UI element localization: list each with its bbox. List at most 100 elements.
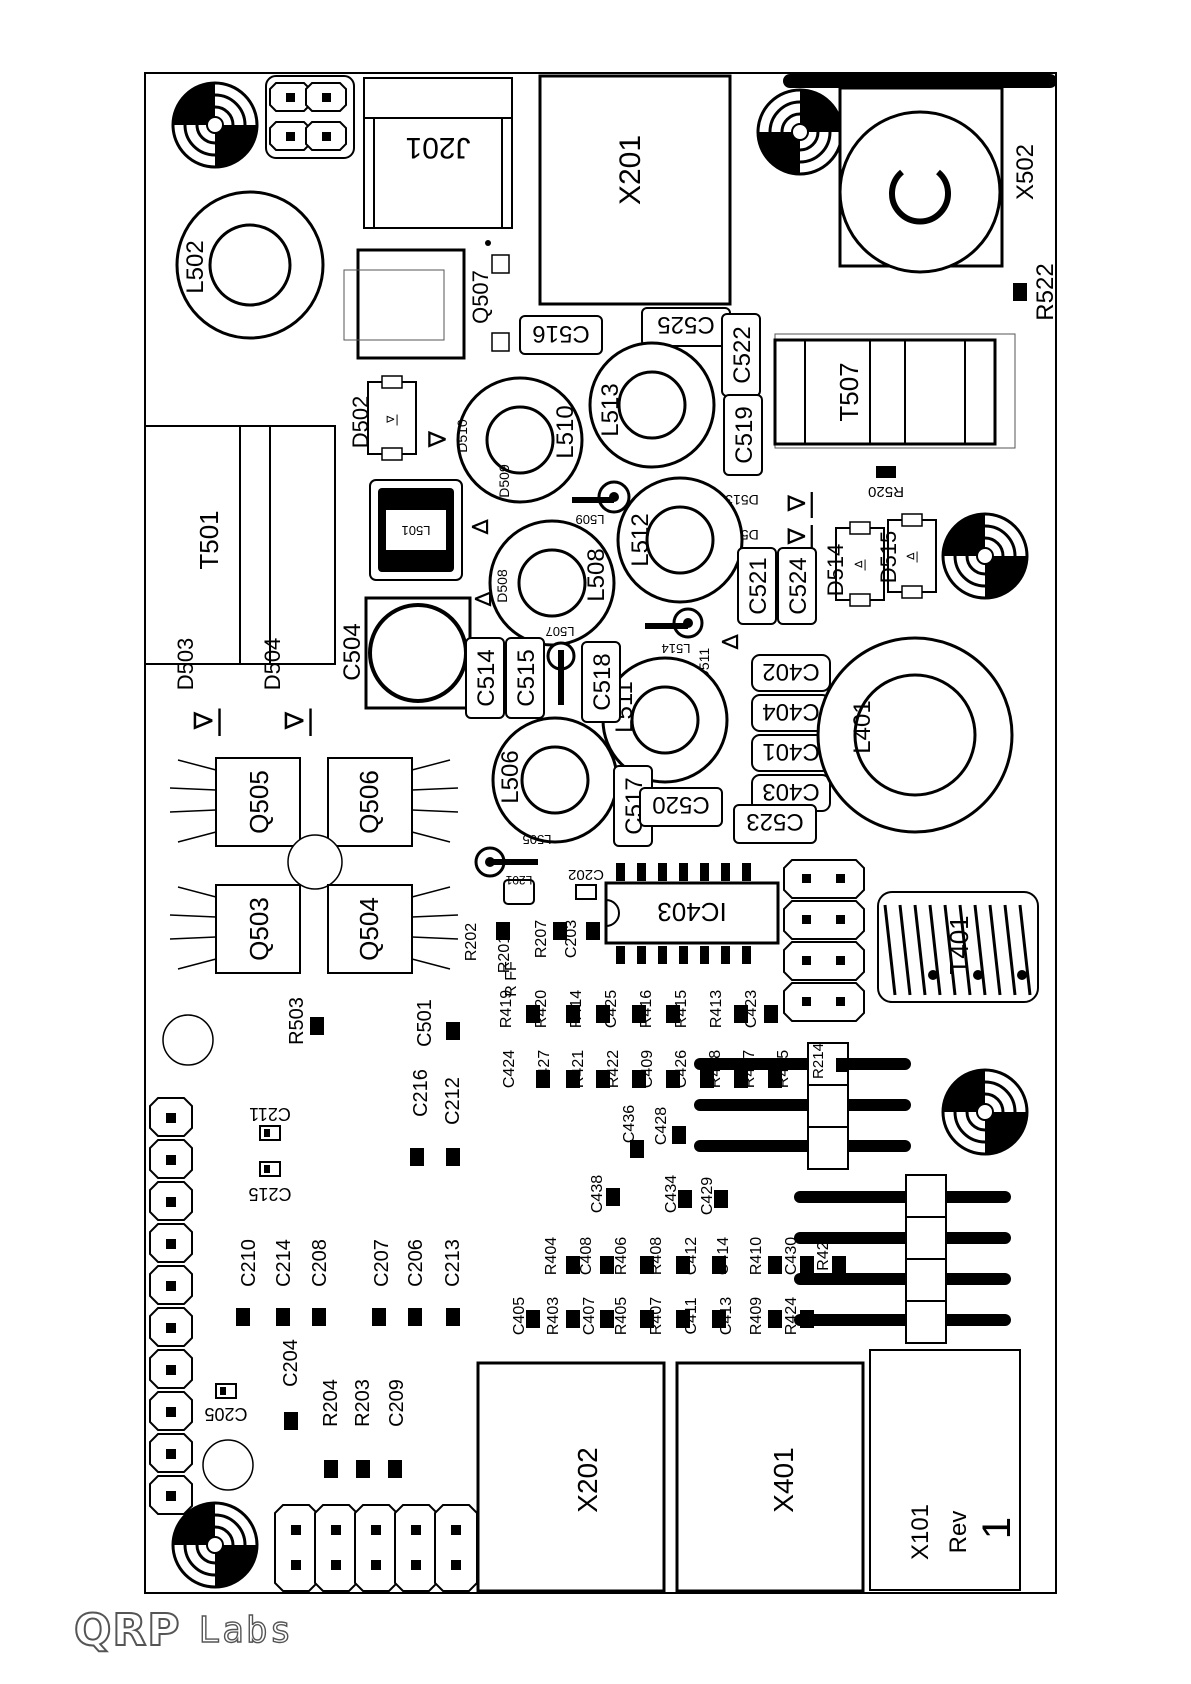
label-q507: Q507: [468, 270, 493, 324]
label-r407: R407: [648, 1297, 665, 1335]
capacitor-c522: C522: [721, 313, 761, 397]
inductor-l201: L201: [503, 873, 535, 905]
label-c516: C516: [532, 320, 589, 347]
label-c424: C424: [501, 1050, 518, 1088]
symbol-diode-d508: ⊲: [472, 583, 494, 613]
ic-ic403: IC403: [604, 863, 780, 964]
label-q506: Q506: [354, 770, 384, 834]
label-r204: R204: [320, 1379, 342, 1427]
capacitor-c515: C515: [505, 637, 545, 719]
diode-d514: ⊲| D514: [823, 521, 885, 607]
svg-text:⊳|: ⊳|: [385, 412, 398, 426]
label-c402: C402: [762, 658, 819, 685]
label-c523: C523: [746, 808, 803, 835]
inductor-l510: L510 D510 D509: [454, 376, 584, 504]
label-c430: C430: [783, 1237, 800, 1275]
label-c423: C423: [743, 990, 760, 1028]
label-c216: C216: [410, 1069, 432, 1117]
label-r405: R405: [613, 1297, 630, 1335]
label-r409: R409: [748, 1297, 765, 1335]
pad-c428: [672, 1126, 686, 1144]
label-c520: C520: [652, 791, 709, 818]
label-r408: R408: [648, 1237, 665, 1275]
capacitor-c521: C521: [737, 547, 777, 625]
label-r202: R202: [463, 923, 480, 961]
label-c408: C408: [578, 1237, 595, 1275]
label-c209: C209: [386, 1379, 408, 1427]
label-c407: C407: [581, 1297, 598, 1335]
label-c427: C427: [536, 1050, 553, 1088]
logo-mark: QRP: [73, 1604, 181, 1657]
label-r416: R416: [638, 990, 655, 1028]
label-r415: R415: [673, 990, 690, 1028]
label-r406: R406: [613, 1237, 630, 1275]
label-c208: C208: [309, 1239, 331, 1287]
header-4pin-right: [794, 1174, 1011, 1344]
logo-text: Labs: [198, 1609, 294, 1651]
label-r420: R420: [533, 990, 550, 1028]
mounting-hole-right-lower: [941, 1068, 1029, 1156]
inductor-l508: L508 D508: [488, 519, 616, 647]
capacitor-c514: C514: [465, 637, 505, 719]
label-r404: R404: [543, 1237, 560, 1275]
pad-r522: [1013, 283, 1027, 301]
capacitor-c516: C516: [519, 315, 603, 355]
label-rev-number: 1: [975, 1517, 1019, 1539]
crystal-x401: X401: [675, 1361, 865, 1593]
label-c405: C405: [511, 1297, 528, 1335]
transistor-q505: Q505: [169, 757, 301, 847]
label-c519: C519: [731, 406, 758, 463]
label-r422: R422: [605, 1050, 622, 1088]
label-c215: C215: [248, 1184, 291, 1204]
inductor-l513: L513: [588, 341, 716, 469]
mounting-hole-top-right: [756, 88, 844, 176]
label-l506: L506: [497, 750, 524, 803]
connector-j201: J201: [363, 77, 513, 229]
inductor-l401: L401: [816, 636, 1014, 834]
label-l512: L512: [627, 513, 654, 566]
pad-c207: [372, 1308, 386, 1326]
pad-c206: [408, 1308, 422, 1326]
label-l401: L401: [849, 700, 876, 753]
pad-r201: [496, 922, 510, 940]
pad-c210: [236, 1308, 250, 1326]
capacitor-c519: C519: [723, 394, 763, 476]
label-c411: C411: [683, 1297, 700, 1334]
label-d509: D509: [496, 464, 512, 498]
label-ic403: IC403: [657, 897, 726, 927]
pad-r204: [324, 1460, 338, 1478]
transistor-q507: Q507: [343, 240, 510, 360]
smd-row-2: [536, 1070, 782, 1088]
label-c521: C521: [745, 557, 772, 614]
label-c429: C429: [699, 1177, 716, 1215]
symbol-diode-d513: ⊳|: [785, 487, 816, 518]
crystal-x202: X202: [476, 1361, 666, 1593]
transformer-t401: T401: [877, 891, 1039, 1003]
label-l505: L505: [523, 832, 552, 847]
pad-c216: [410, 1148, 424, 1166]
label-c210: C210: [238, 1239, 260, 1287]
inductor-l506: L506: [491, 716, 619, 844]
label-rev: Rev: [945, 1511, 972, 1554]
inductor-l501: L501: [369, 479, 463, 581]
inductor-c504: C504: [339, 596, 472, 710]
label-x502: X502: [1012, 144, 1039, 200]
label-r426: R42: [815, 1241, 832, 1270]
label-c211: C211: [249, 1104, 291, 1124]
label-c214: C214: [273, 1239, 295, 1287]
capacitor-c404: C404: [751, 694, 831, 732]
pad-r203: [356, 1460, 370, 1478]
label-c212: C212: [442, 1077, 464, 1125]
header-bottom-2x5: [274, 1504, 478, 1592]
transistor-q504: Q504: [327, 884, 459, 974]
label-d504: D504: [260, 638, 285, 691]
label-r413: R413: [708, 990, 725, 1028]
pad-r520: [876, 466, 896, 478]
label-d502: D502: [348, 396, 373, 449]
pad-c214: [276, 1308, 290, 1326]
label-r522: R522: [1032, 263, 1059, 320]
mounting-hole-right-mid: [941, 512, 1029, 600]
pad-r503: [310, 1017, 324, 1035]
pad-c436: [630, 1140, 644, 1158]
label-c522: C522: [729, 326, 756, 383]
